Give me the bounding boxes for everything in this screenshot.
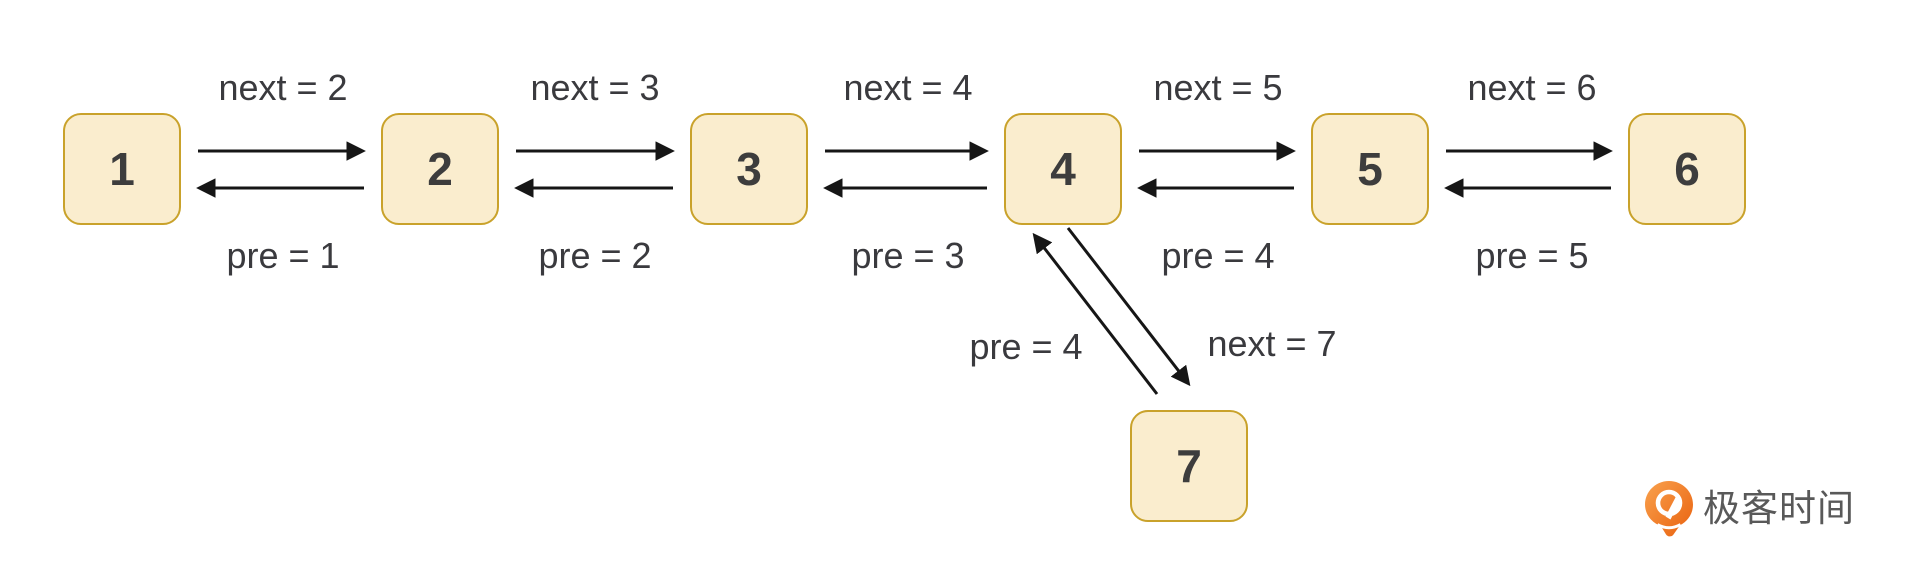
node-3: 3 (690, 113, 808, 225)
node-1: 1 (63, 113, 181, 225)
geektime-logo: 极客时间 (1644, 480, 1855, 537)
edge-label-next-4-5: next = 5 (1153, 67, 1283, 108)
edge-label-pre-3-2: pre = 2 (538, 235, 652, 276)
node-4: 4 (1004, 113, 1122, 225)
edge-label-pre-7-4: pre = 4 (969, 326, 1083, 367)
edge-label-next-3-4: next = 4 (843, 67, 973, 108)
node-5: 5 (1311, 113, 1429, 225)
edge-label-next-2-3: next = 3 (530, 67, 660, 108)
edge-label-next-4-7: next = 7 (1207, 323, 1337, 364)
node-2: 2 (381, 113, 499, 225)
geektime-logo-icon (1645, 481, 1693, 537)
edge-label-next-5-6: next = 6 (1467, 67, 1597, 108)
edge-label-next-1-2: next = 2 (218, 67, 348, 108)
geektime-logo-text: 极客时间 (1703, 488, 1855, 529)
pre-arrow-7-4 (1032, 232, 1159, 395)
node-7: 7 (1130, 410, 1248, 522)
edge-label-pre-5-4: pre = 4 (1161, 235, 1275, 276)
edge-label-pre-2-1: pre = 1 (226, 235, 340, 276)
node-6: 6 (1628, 113, 1746, 225)
next-arrow-4-7 (1066, 227, 1191, 387)
edge-label-pre-4-3: pre = 3 (851, 235, 965, 276)
edge-label-pre-6-5: pre = 5 (1475, 235, 1589, 276)
